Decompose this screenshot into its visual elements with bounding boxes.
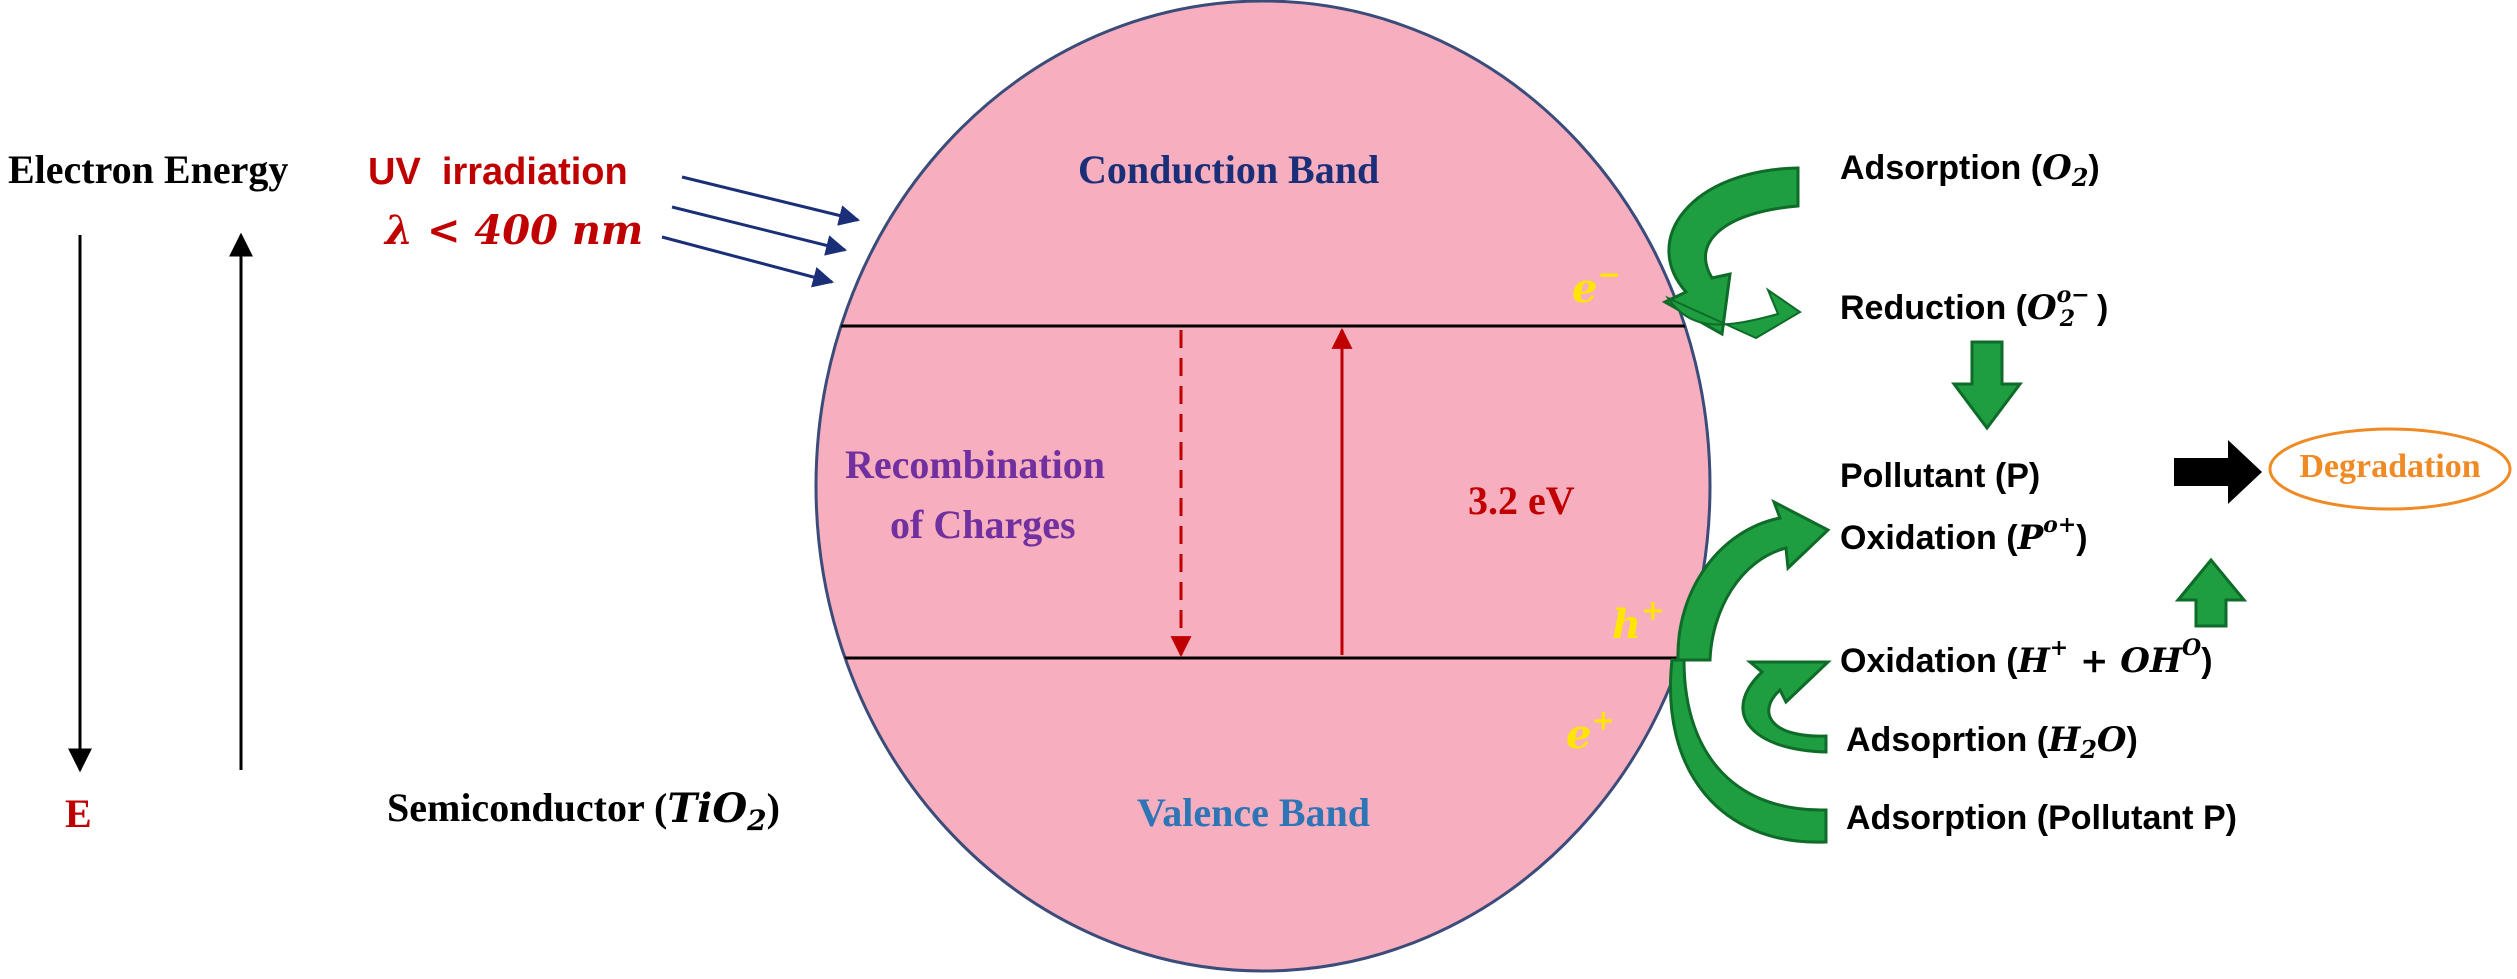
semiconductor-formula: TiO — [667, 785, 747, 832]
uv-wavelength-label: λ < 400 nm — [383, 207, 643, 254]
semiconductor-label: Semiconductor (TiO2) — [387, 785, 780, 837]
e-plus-label: e+ — [1566, 704, 1615, 759]
adsorption-o2-suffix: ) — [2088, 149, 2099, 187]
adsorption-o2-formula: O — [2042, 148, 2072, 188]
uv-ray-arrow — [681, 175, 861, 226]
reduction-formula: O — [2027, 288, 2057, 328]
hole-superscript: + — [1641, 594, 1664, 627]
oxidation-pollutant-prefix: Oxidation ( — [1840, 519, 2018, 557]
e-plus-superscript: + — [1591, 704, 1614, 737]
semiconductor-prefix: Semiconductor ( — [387, 785, 667, 830]
oxidation-water-h: H — [2017, 641, 2052, 681]
reduction-prefix: Reduction ( — [1840, 289, 2028, 327]
hole-symbol: h — [1612, 601, 1641, 648]
oxidation-pollutant-formula: P — [2017, 518, 2045, 558]
conduction-band-label: Conduction Band — [1078, 147, 1379, 192]
oxidation-pollutant-superscript: o+ — [2043, 512, 2076, 538]
adsorption-o2-prefix: Adsorption ( — [1840, 149, 2043, 187]
band-gap-label: 3.2 eV — [1468, 478, 1575, 523]
oxidation-water-oh: + OH — [2068, 641, 2184, 681]
electron-superscript: − — [1597, 258, 1620, 291]
recombination-label-line1: Recombination — [845, 442, 1105, 487]
uv-irradiation-label: UV irradiation — [368, 151, 628, 193]
oxidation-water-prefix: Oxidation ( — [1840, 642, 2018, 680]
adsorption-pollutant-label: Adsorption (Pollutant P) — [1846, 799, 2237, 837]
adsorption-water-h: H — [2047, 720, 2082, 760]
semiconductor-subscript: 2 — [746, 804, 766, 837]
oxidation-water-suffix: ) — [2201, 642, 2212, 680]
reduction-curved-arrow — [1661, 166, 1800, 337]
oxidation-water-label: Oxidation (H+ + OHO) — [1840, 635, 2213, 681]
adsorption-water-label: Adsoprtion (H2O) — [1846, 720, 2138, 764]
adsorption-o2-subscript: 2 — [2071, 163, 2089, 192]
pollutant-adsorption-curved-arrow — [1669, 658, 1828, 844]
adsorption-water-suffix: ) — [2127, 721, 2138, 759]
adsorption-o2-label: Adsorption (O2) — [1840, 148, 2100, 192]
reduction-curved-arrow-tail — [1665, 287, 1802, 340]
reduction-label: Reduction (Oo−2) — [1840, 282, 2108, 332]
degradation-label: Degradation — [2299, 448, 2480, 485]
adsorption-water-subscript: 2 — [2079, 735, 2097, 764]
reduction-to-pollutant-arrow — [1951, 340, 2023, 431]
recombination-label-line2: of Charges — [890, 502, 1076, 547]
oxidation-pollutant-curved-arrow — [1676, 498, 1831, 662]
oxidation-water-h-superscript: + — [2050, 635, 2068, 661]
adsorption-water-o: O — [2097, 720, 2127, 760]
semiconductor-suffix: ) — [767, 785, 780, 830]
oxidation-water-oh-superscript: O — [2182, 635, 2201, 661]
oxidation-pollutant-label: Oxidation (Po+) — [1840, 512, 2088, 558]
electron-energy-label: Electron Energy — [8, 147, 288, 192]
adsorption-water-prefix: Adsoprtion ( — [1846, 721, 2049, 759]
valence-band-label: Valence Band — [1137, 790, 1370, 835]
electron-symbol: e — [1572, 265, 1597, 312]
pollutant-label: Pollutant (P) — [1840, 457, 2040, 495]
reduction-subscript: 2 — [2059, 306, 2075, 332]
reduction-superscript: o− — [2057, 282, 2090, 308]
oxidation-to-degradation-arrow — [2174, 557, 2248, 628]
water-oxidation-curved-arrow — [1741, 660, 1832, 754]
oxidation-pollutant-suffix: ) — [2076, 519, 2087, 557]
e-plus-symbol: e — [1566, 711, 1591, 758]
energy-e-label: E — [65, 791, 92, 836]
semiconductor-particle — [814, 0, 1712, 973]
degradation-arrow — [2174, 440, 2262, 504]
uv-ray-arrow — [671, 205, 848, 256]
hole-label: h+ — [1612, 594, 1665, 649]
electron-label: e− — [1572, 258, 1621, 313]
reduction-suffix: ) — [2097, 289, 2108, 327]
degradation-ellipse — [2268, 427, 2512, 511]
uv-ray-arrow — [661, 235, 835, 288]
